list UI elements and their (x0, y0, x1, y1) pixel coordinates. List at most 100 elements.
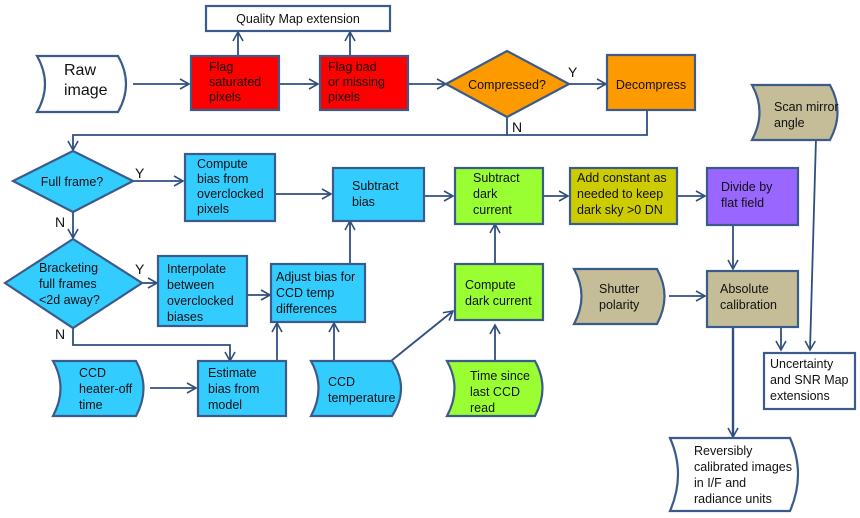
node-label-line: CCD (328, 375, 355, 389)
node-label-line: bias from (208, 382, 259, 396)
node-label: Quality Map extension (236, 12, 360, 26)
node-label-line: flat field (721, 196, 764, 210)
node-shape (453, 166, 545, 226)
node-label-line: bias from (197, 172, 248, 186)
node-label-line: pixels (328, 90, 360, 104)
node-label: Absolute calibration (720, 282, 777, 312)
node-shape (605, 53, 697, 112)
node-ccd-temperature: CCD temperature (309, 359, 403, 418)
node-shape (572, 267, 666, 326)
node-label-line: Compute (465, 278, 516, 292)
node-shape (183, 152, 277, 223)
node-label: CCD temperature (328, 375, 395, 405)
node-label-line: pixels (197, 202, 229, 216)
node-label-line: extensions (770, 389, 830, 403)
node-label-line: Compressed? (468, 78, 546, 92)
node-shape (705, 269, 800, 329)
edge-ccd-temp-to-compute-dark (390, 309, 455, 362)
node-label-line: dark sky >0 DN (577, 203, 663, 217)
node-label-line: needed to keep (577, 187, 663, 201)
node-label-line: Subtract (352, 179, 399, 193)
node-shape (331, 166, 426, 223)
node-label-line: Interpolate (167, 262, 226, 276)
node-label: Subtract bias (352, 179, 399, 209)
edge-scan-mirror-to-uncertainty (804, 137, 817, 352)
node-shape (762, 351, 857, 411)
node-label: Compute dark current (465, 278, 532, 308)
node-label-line: temperature (328, 391, 395, 405)
node-shape (2, 237, 145, 330)
edge-label-bracketing-yes: Y (135, 261, 145, 277)
node-label-line: Add constant as (577, 171, 667, 185)
node-time-since-last-read: Time since last CCD read (445, 359, 544, 418)
node-label-line: Subtract (473, 171, 520, 185)
node-label-line: polarity (599, 298, 640, 312)
node-label-line: overclocked (167, 294, 234, 308)
node-label: Raw (64, 62, 96, 79)
node-shape (443, 49, 572, 119)
edge-compressed-to-full-frame (67, 117, 508, 152)
node-label-line: Bracketing (39, 261, 98, 275)
node-label-line: bias (352, 195, 375, 209)
edge-decompress-to-full-frame (507, 111, 648, 136)
edge-bracketing-to-estimate-bias (72, 328, 236, 363)
node-label-line: radiance units (694, 492, 772, 506)
node-label: Shutter polarity (599, 282, 640, 312)
node-label-line: and SNR Map (770, 373, 849, 387)
node-label-line: differences (276, 302, 337, 316)
node-label-line: saturated (209, 75, 261, 89)
node-shape (750, 83, 839, 142)
node-label-line: Compute (197, 157, 248, 171)
node-label-line: Decompress (616, 78, 686, 92)
node-label-line: Shutter (599, 282, 639, 296)
node-shape (10, 149, 136, 214)
node-label: Time since last CCD read (470, 369, 530, 415)
node-label-line: read (470, 401, 495, 415)
node-label-line: Flag (209, 60, 233, 74)
node-shape (453, 262, 545, 322)
node-label-line: calibration (720, 298, 777, 312)
node-label-line: Time since (470, 369, 530, 383)
node-shape (568, 166, 679, 226)
node-label: Add constant as needed to keep dark sky >0… (577, 171, 667, 217)
node-label-line: Absolute (720, 282, 769, 296)
node-quality-map: Quality Map extension (204, 4, 392, 33)
node-shape (35, 54, 128, 114)
node-label-line: Flag bad (328, 60, 377, 74)
node-label: Compressed? (468, 78, 546, 92)
node-decompress: Decompress (605, 53, 697, 112)
node-label: Decompress (616, 78, 686, 92)
node-label-line: <2d away? (39, 293, 100, 307)
node-absolute-calibration: Absolute calibration (705, 269, 800, 329)
node-label: Full frame? (41, 175, 104, 189)
node-label-line: last CCD (470, 385, 520, 399)
node-label-line: angle (774, 116, 805, 130)
node-label-line: Reversibly (694, 444, 753, 458)
node-label-line: Adjust bias for (276, 270, 355, 284)
node-shape (156, 254, 249, 328)
node-label-line: Quality Map extension (236, 12, 360, 26)
node-label-line: Full frame? (41, 175, 104, 189)
node-shape (318, 54, 410, 112)
edges (67, 30, 817, 439)
node-compressed-decision: Compressed? (443, 49, 572, 119)
edge-label-full-frame-no: N (55, 214, 65, 230)
node-label-line: or missing (328, 75, 385, 89)
node-label-line: dark current (465, 294, 532, 308)
node-label-line: model (208, 398, 242, 412)
